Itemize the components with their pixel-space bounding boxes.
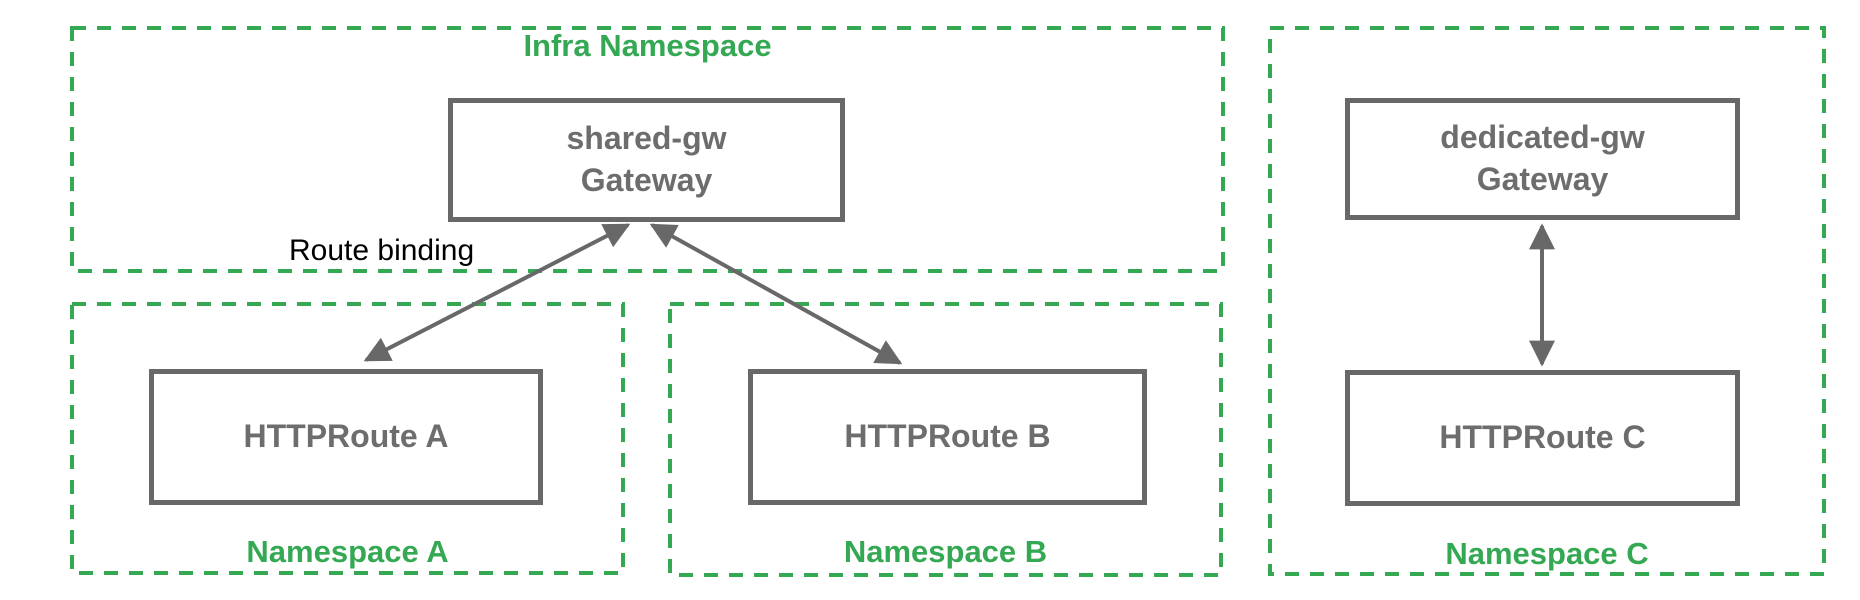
infra-namespace-title: Infra Namespace xyxy=(523,28,772,63)
namespace-b-boundary xyxy=(668,302,1223,577)
namespace-a-title: Namespace A xyxy=(246,534,449,569)
shared-gateway-kind: Gateway xyxy=(580,162,713,198)
shared-gateway-name: shared-gw xyxy=(566,120,727,157)
route-binding-label: Route binding xyxy=(289,234,475,267)
namespace-b-title: Namespace B xyxy=(843,534,1048,569)
httproute-b-node: HTTPRoute B xyxy=(748,369,1147,505)
edge-route-a-to-shared-gw xyxy=(363,223,631,362)
httproute-a-label: HTTPRoute A xyxy=(243,418,449,455)
httproute-c-node: HTTPRoute C xyxy=(1345,370,1740,506)
edge-route-b-to-shared-gw xyxy=(649,223,903,365)
shared-gateway-node: shared-gw Gateway xyxy=(448,98,845,222)
infra-namespace-boundary xyxy=(70,26,1225,273)
dedicated-gateway-name: dedicated-gw xyxy=(1440,119,1645,156)
namespace-a-boundary xyxy=(70,302,625,575)
namespace-c-title: Namespace C xyxy=(1445,536,1649,571)
dedicated-gateway-kind: Gateway xyxy=(1476,161,1609,197)
httproute-c-label: HTTPRoute C xyxy=(1439,419,1646,456)
httproute-b-label: HTTPRoute B xyxy=(844,418,1051,455)
dedicated-gateway-node: dedicated-gw Gateway xyxy=(1345,98,1740,220)
namespace-c-boundary xyxy=(1268,26,1826,576)
httproute-a-node: HTTPRoute A xyxy=(149,369,543,505)
